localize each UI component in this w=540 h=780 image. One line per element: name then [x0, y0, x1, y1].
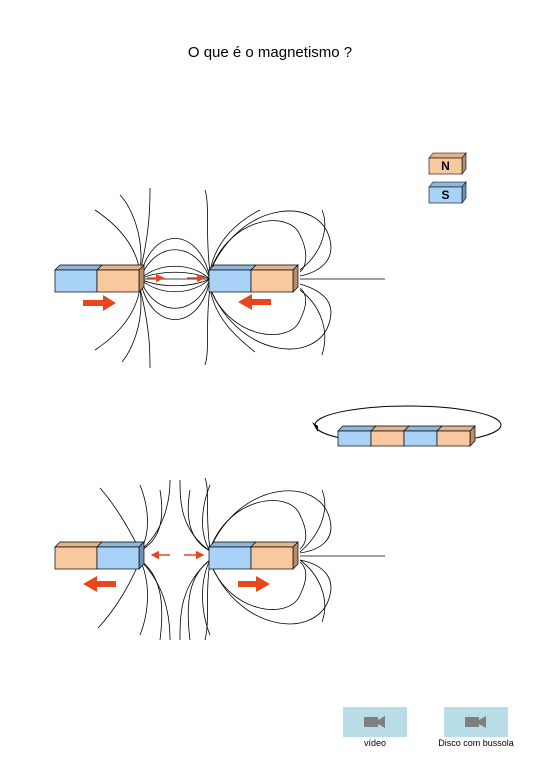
video-camera-icon — [364, 716, 385, 728]
video-button-label: vídeo — [363, 738, 387, 748]
top-left-magnet — [54, 264, 145, 293]
legend-south-block: S — [428, 181, 467, 204]
legend-north-block: N — [428, 152, 467, 175]
bottom-left-magnet — [54, 541, 145, 570]
top-right-magnet — [208, 264, 299, 293]
top-left-arrow-icon — [238, 294, 271, 310]
top-right-arrow-icon — [83, 295, 116, 311]
compass-disc-video-label: Disco com bussola — [438, 738, 514, 748]
loop-diagram — [312, 405, 502, 447]
legend-north-letter: N — [441, 159, 450, 173]
bottom-right-arrow-icon — [238, 576, 270, 592]
video-button[interactable] — [343, 707, 407, 737]
bottom-left-arrow-icon — [83, 576, 116, 592]
bottom-right-magnet — [208, 541, 299, 570]
compass-disc-video-button[interactable] — [444, 707, 508, 737]
repulsion-diagram — [97, 477, 385, 641]
video-camera-icon — [465, 716, 486, 728]
page-title: O que é o magnetismo ? — [187, 44, 353, 61]
legend-south-letter: S — [441, 188, 449, 202]
